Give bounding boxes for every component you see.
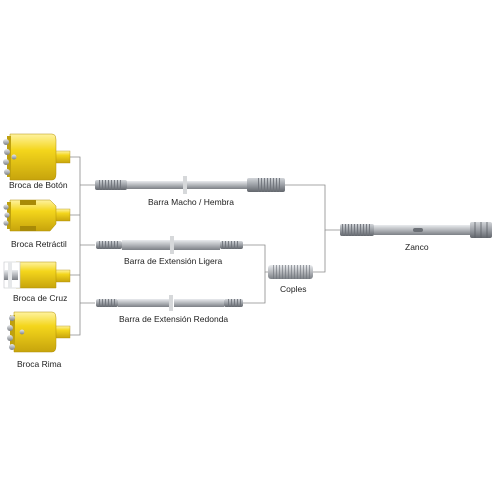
retrac-bit-icon <box>3 199 71 232</box>
macho-to-shank-line <box>285 184 340 231</box>
coupling-to-shank-line <box>313 230 326 273</box>
speed-rod-icon <box>96 236 243 254</box>
bit-label-reamer: Broca Rima <box>17 359 62 369</box>
coupling-label: Coples <box>280 284 307 294</box>
shank-label: Zanco <box>405 242 429 252</box>
shank-adapter-icon <box>340 222 492 238</box>
connector-lines <box>70 156 340 336</box>
round-rod-icon <box>96 295 243 311</box>
bits-to-rods-line <box>80 184 95 304</box>
button-bit-icon <box>3 133 71 181</box>
rod-label-speed: Barra de Extensión Ligera <box>124 256 223 266</box>
cross-bit-icon <box>3 261 71 289</box>
rod-label-male-female: Barra Macho / Hembra <box>148 197 234 207</box>
bits-bracket-line <box>70 156 81 336</box>
male-female-rod-icon <box>95 176 285 194</box>
coupling-sleeve-icon <box>268 265 313 279</box>
bit-label-button: Broca de Botón <box>9 180 68 190</box>
bit-label-cross: Broca de Cruz <box>13 293 68 303</box>
light-rod-to-coupling-line <box>243 244 268 273</box>
round-rod-to-coupling-line <box>243 272 266 304</box>
rod-label-round: Barra de Extensión Redonda <box>119 314 229 324</box>
bit-label-retrac: Broca Retráctil <box>11 239 67 249</box>
reamer-bit-icon <box>7 311 71 353</box>
